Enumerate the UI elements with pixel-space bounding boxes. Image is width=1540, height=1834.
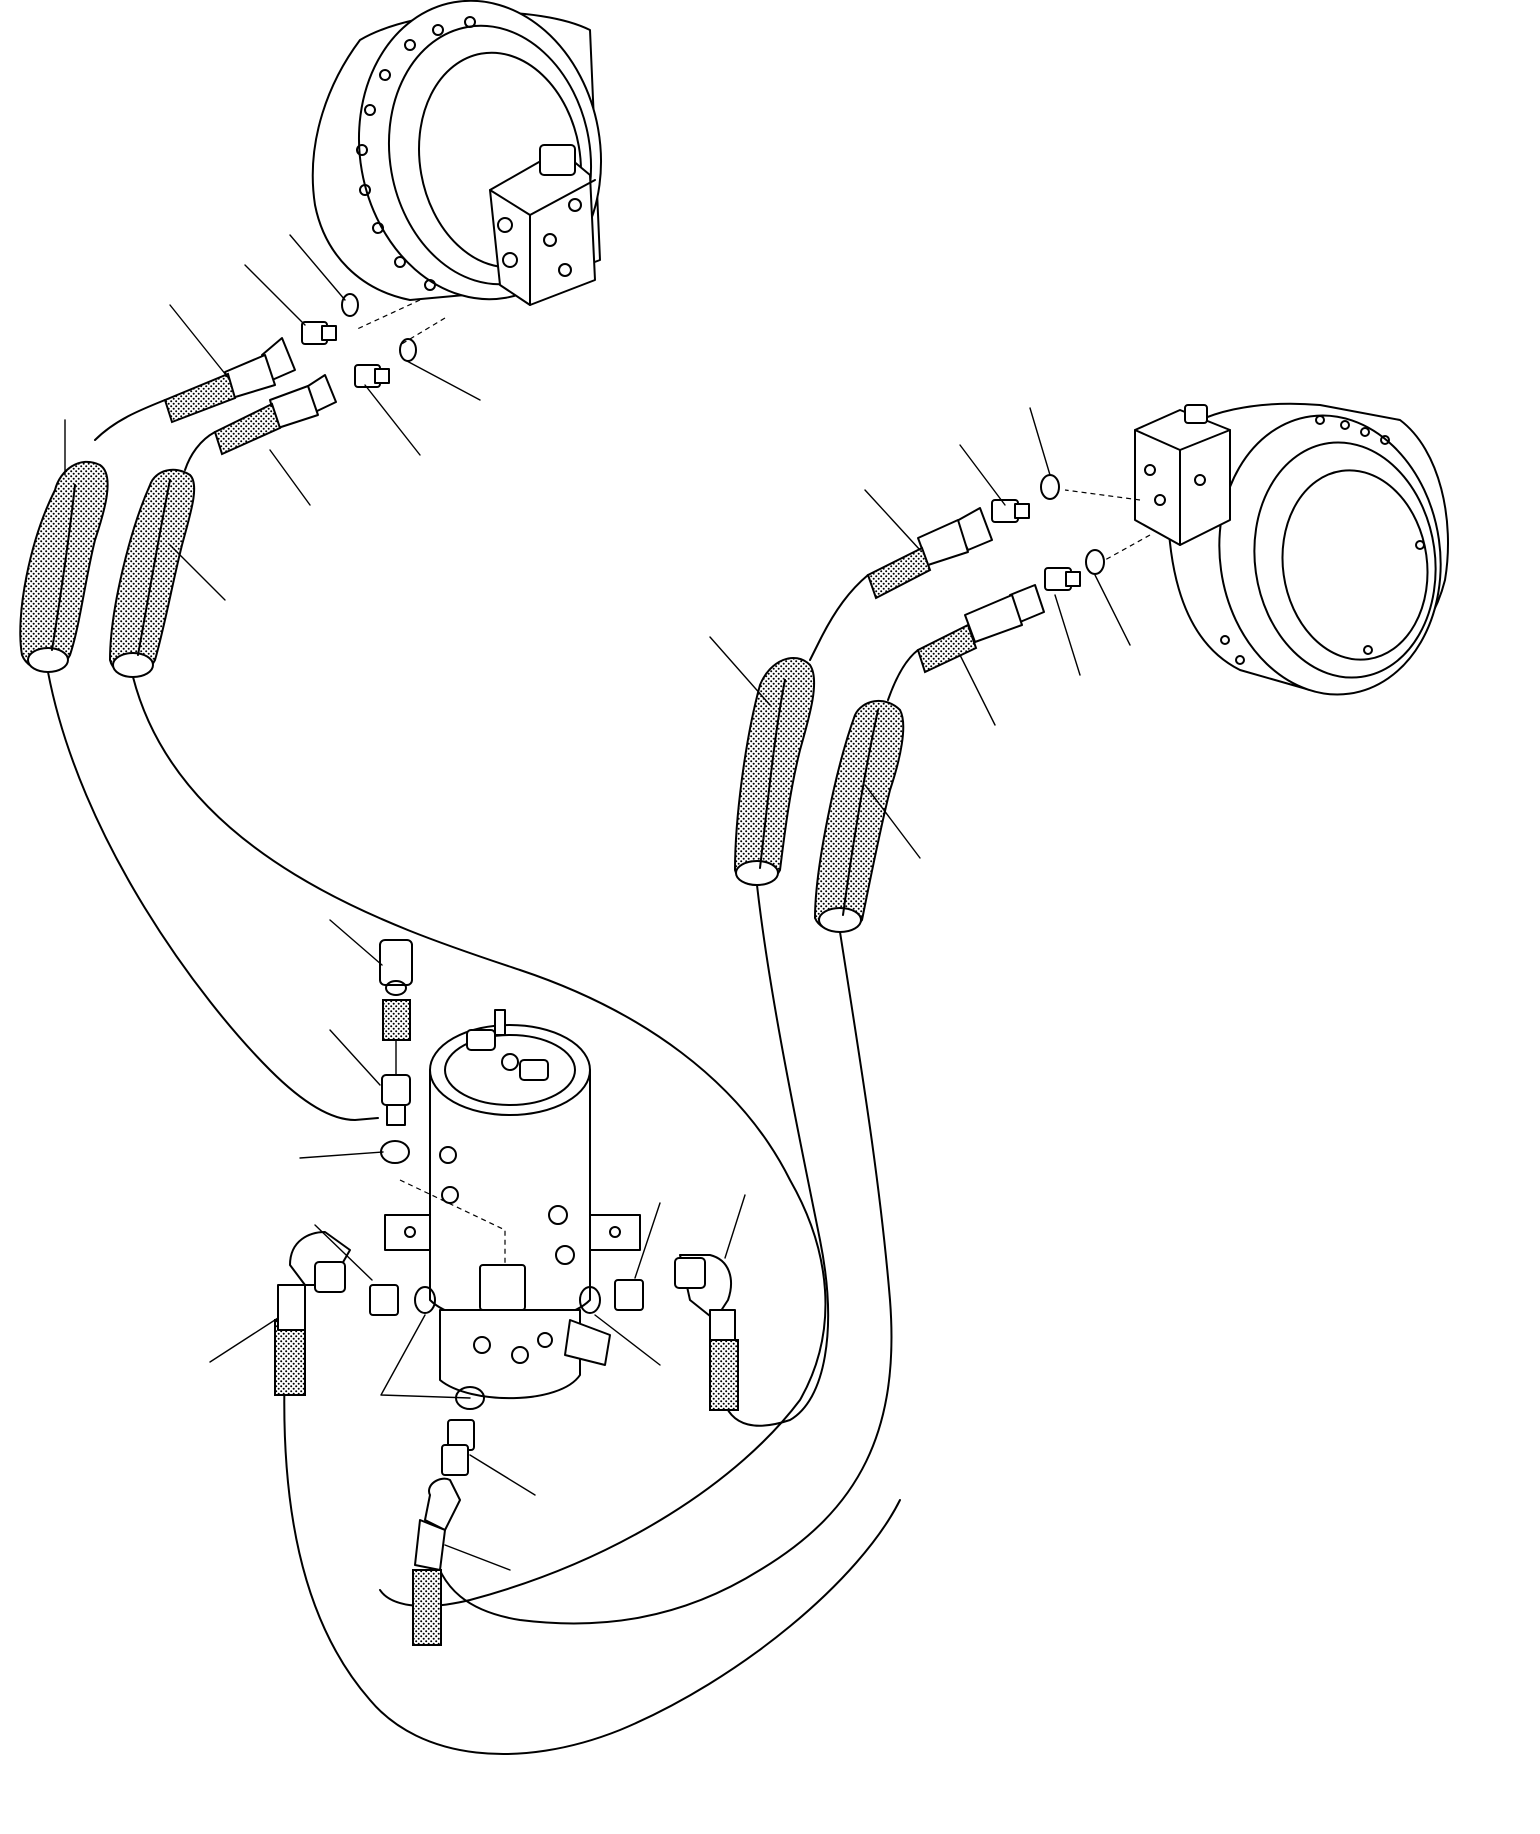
adapter-fitting: [301, 321, 390, 388]
hose-end-top-left-2: [213, 374, 337, 456]
o-ring: [1085, 549, 1105, 575]
travel-motor-left: [311, 0, 603, 306]
o-ring: [1040, 474, 1060, 500]
hydraulic-lines: [47, 399, 919, 1755]
travel-motor-right: [1134, 402, 1449, 696]
flange-bolt-holes-left: [356, 16, 476, 291]
o-ring: [341, 293, 359, 317]
leader-lines: [64, 234, 1131, 1571]
o-ring: [380, 1140, 410, 1164]
adapter-fitting: [369, 1284, 399, 1316]
fitting-group-top-left: [163, 293, 446, 456]
hose-guard-left-1: [19, 460, 109, 673]
adapter-fitting: [614, 1279, 644, 1311]
elbow-fitting: [379, 939, 413, 986]
hose-end-top-left-1: [163, 337, 296, 424]
swivel-fittings: [274, 939, 739, 1646]
hose-guard-right-1: [733, 656, 816, 886]
hose-guard-left-2: [108, 468, 196, 678]
o-ring: [414, 1286, 436, 1314]
swivel-joint: [384, 1009, 641, 1400]
o-ring: [579, 1286, 601, 1314]
fitting-group-top-right: [866, 474, 1151, 674]
hose-end-top-right-2: [916, 584, 1045, 674]
hose-guard-right-2: [813, 700, 905, 933]
hose-end-top-right-1: [866, 507, 993, 600]
o-ring: [399, 338, 417, 362]
